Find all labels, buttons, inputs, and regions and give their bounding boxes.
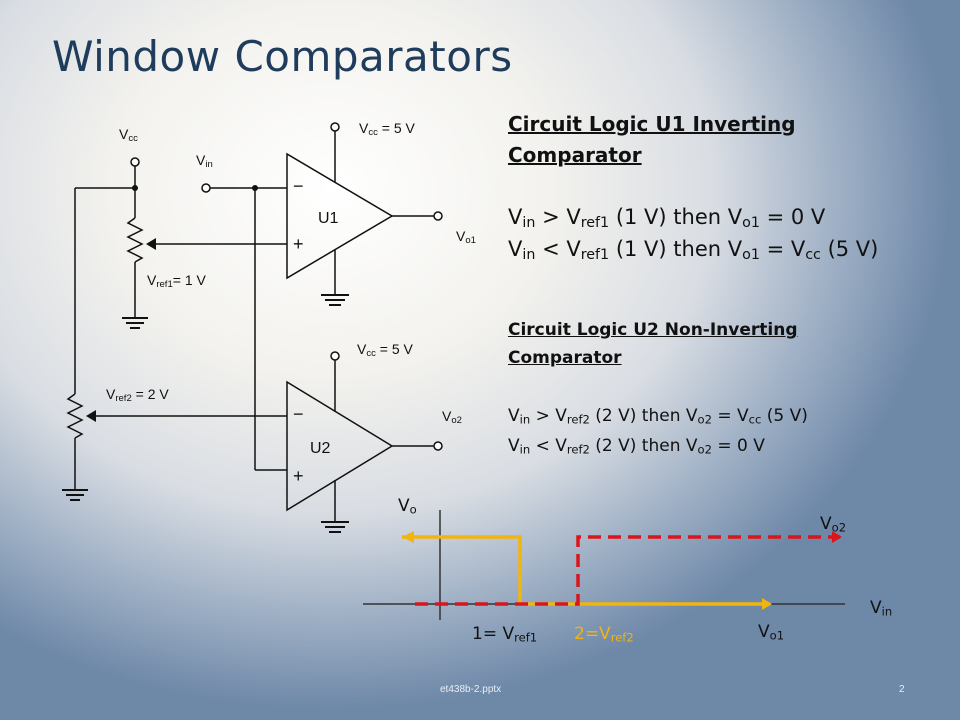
vo2-trace	[415, 535, 840, 606]
graph-vo-label: Vo	[398, 496, 417, 517]
vo2-arrowhead	[832, 531, 842, 543]
u2-label: U2	[310, 440, 331, 457]
u1-logic-rule1: Vin > Vref1 (1 V) then Vo1 = 0 V	[508, 205, 826, 231]
footer-filename: et438b-2.pptx	[440, 684, 502, 695]
graph-vo2-label: Vo2	[820, 514, 847, 535]
footer-page-number: 2	[899, 684, 905, 695]
u2-logic-heading-line2: Comparator	[508, 348, 622, 368]
vo1-arrowhead	[402, 531, 414, 543]
vref1-label: Vref1= 1 V	[147, 272, 206, 290]
vin-label: Vin	[196, 152, 213, 170]
vo1-label: Vo1	[456, 228, 476, 246]
vcc-label: Vcc	[119, 126, 138, 144]
slide-title: Window Comparators	[52, 32, 513, 81]
graph-threshold1-label: 1= Vref1	[472, 624, 538, 645]
vref2-label: Vref2 = 2 V	[106, 386, 169, 404]
u2-logic-rule1: Vin > Vref2 (2 V) then Vo2 = Vcc (5 V)	[508, 406, 808, 427]
u1-noninverting-sign: +	[293, 234, 304, 254]
u1-logic-heading-line1: Circuit Logic U1 Inverting	[508, 112, 796, 136]
u1-inverting-sign: −	[293, 176, 304, 196]
u2-inverting-sign: −	[293, 404, 304, 424]
u2-logic-rule2: Vin < Vref2 (2 V) then Vo2 = 0 V	[508, 436, 765, 457]
u1-supply-label: Vcc = 5 V	[359, 120, 415, 138]
u1-logic-heading-line2: Comparator	[508, 143, 642, 167]
vo1-end-arrowhead	[762, 598, 772, 610]
u2-supply-label: Vcc = 5 V	[357, 341, 413, 359]
vo2-label: Vo2	[442, 408, 462, 426]
u2-noninverting-sign: +	[293, 466, 304, 486]
vo1-trace	[402, 535, 770, 606]
graph-vo1-label: Vo1	[758, 622, 785, 643]
u1-logic-rule2: Vin < Vref1 (1 V) then Vo1 = Vcc (5 V)	[508, 237, 879, 263]
u1-label: U1	[318, 210, 339, 227]
u2-logic-heading-line1: Circuit Logic U2 Non-Inverting	[508, 320, 798, 340]
graph-vin-label: Vin	[870, 598, 893, 619]
graph-threshold2-label: 2=Vref2	[574, 624, 634, 645]
